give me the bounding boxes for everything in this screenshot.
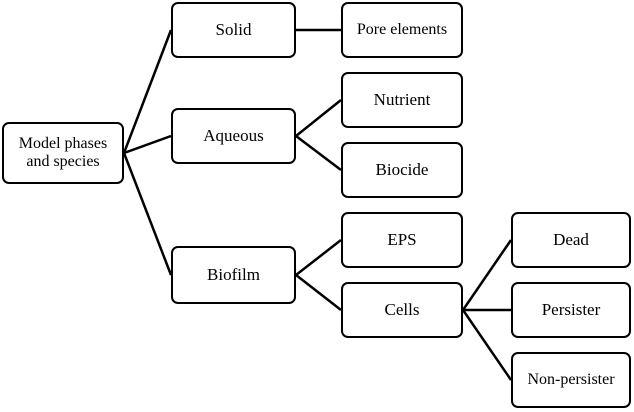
connector-aqueous-to-nutrient <box>295 99 342 137</box>
node-solid: Solid <box>171 2 296 58</box>
node-pore-elements: Pore elements <box>341 2 463 58</box>
node-label: Persister <box>541 300 601 320</box>
node-label: EPS <box>387 230 417 250</box>
connector-cells-to-non_persister <box>461 309 513 381</box>
node-label: Biofilm <box>207 265 260 285</box>
node-non-persister: Non-persister <box>511 352 631 408</box>
connector-aqueous-to-biocide <box>295 135 342 171</box>
node-biocide: Biocide <box>341 142 463 198</box>
node-label: Model phases and species <box>18 134 108 170</box>
node-aqueous: Aqueous <box>171 108 296 164</box>
node-label: Solid <box>215 20 252 40</box>
connector-root-to-solid <box>122 29 173 154</box>
node-label: Cells <box>384 300 420 320</box>
connector-root-to-aqueous <box>123 134 172 155</box>
node-persister: Persister <box>511 282 631 338</box>
node-dead: Dead <box>511 212 631 268</box>
node-model-phases-and-species: Model phases and species <box>2 122 124 184</box>
node-biofilm: Biofilm <box>171 246 296 304</box>
connector-biofilm-to-cells <box>295 274 342 311</box>
connector-cells-to-dead <box>461 239 513 311</box>
node-label: Nutrient <box>373 90 431 110</box>
node-label: Dead <box>553 230 589 250</box>
node-label: Pore elements <box>356 20 448 38</box>
node-nutrient: Nutrient <box>341 72 463 128</box>
node-cells: Cells <box>341 282 463 338</box>
node-eps: EPS <box>341 212 463 268</box>
node-label: Biocide <box>375 160 429 180</box>
node-label: Aqueous <box>203 126 264 146</box>
connector-biofilm-to-eps <box>295 239 342 276</box>
connector-root-to-biofilm <box>122 152 173 276</box>
node-label: Non-persister <box>527 370 615 388</box>
